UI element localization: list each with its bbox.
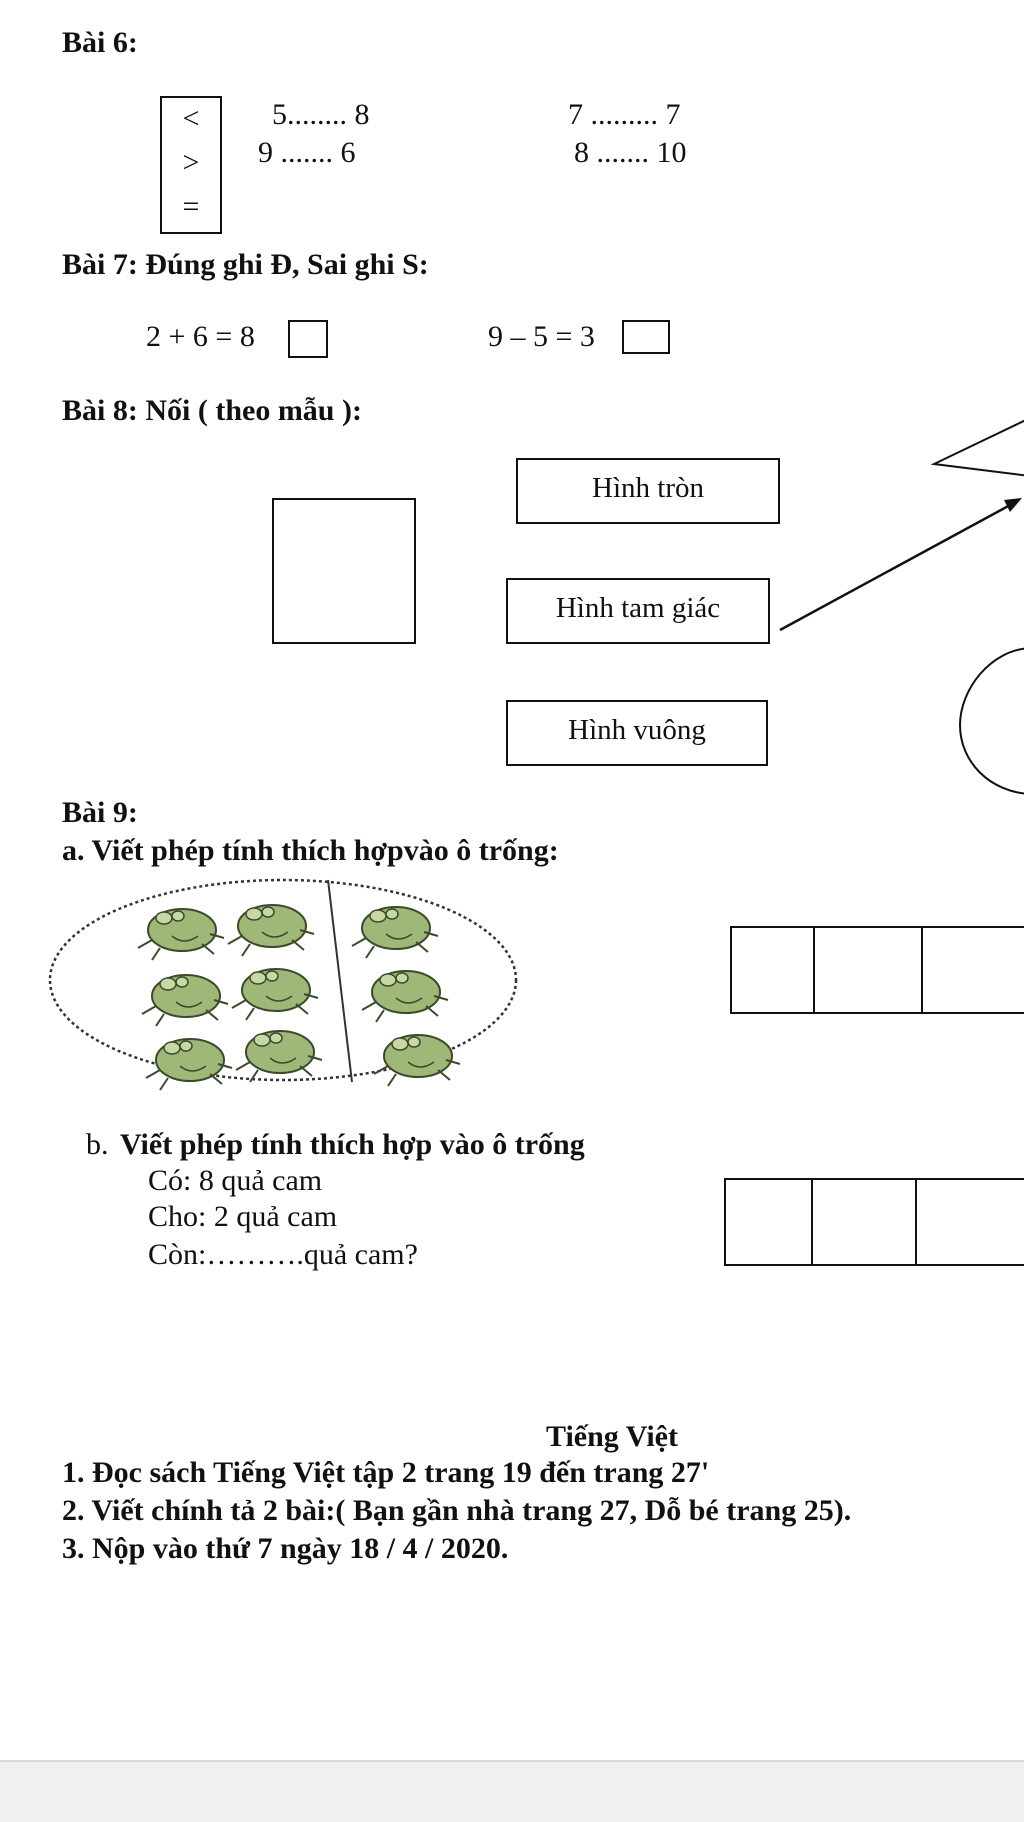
frog-group-oval [48,878,518,1082]
arrow-head [1004,498,1022,512]
square-shape [272,498,416,644]
frog-icon [373,1034,461,1087]
answer-grid-b [724,1178,1024,1266]
frog-icon [227,904,315,957]
answer-cell[interactable] [726,1180,813,1264]
viewer-bottom-bar [0,1760,1024,1822]
bai7-title: Bài 7: Đúng ghi Đ, Sai ghi S: [62,248,429,281]
answer-cell[interactable] [813,1180,918,1264]
less-than-symbol: < [182,102,200,135]
answer-cell[interactable] [815,928,924,1012]
bai9-part-b-prefix: b. [86,1128,109,1161]
bai8-shapes-svg [779,419,1024,795]
comparison-symbols-box: < > = [160,96,222,234]
bai8-title: Bài 8: Nối ( theo mẫu ): [62,394,362,427]
bai9-part-b: Viết phép tính thích hợp vào ô trống [120,1128,585,1161]
equals-symbol: = [182,190,200,223]
answer-cell[interactable] [917,1180,1024,1264]
task-1: 1. Đọc sách Tiếng Việt tập 2 trang 19 đế… [62,1456,710,1489]
frog-icon [351,906,439,959]
frog-icon [137,908,225,961]
compare-item-1: 5........ 8 [272,98,370,131]
compare-item-3: 7 ......... 7 [568,98,681,131]
frog-icon [141,974,229,1027]
oranges-have: Có: 8 quả cam [148,1164,323,1197]
document-page: Bài 6: < > = 5........ 8 9 ....... 6 7 .… [48,26,1024,1565]
bai6-title: Bài 6: [62,26,138,59]
bai9-part-a: a. Viết phép tính thích hợpvào ô trống: [62,834,559,867]
oranges-left: Còn:……….quả cam? [148,1238,418,1271]
answer-box-2[interactable] [622,320,670,354]
connecting-arrow-line [779,502,1013,632]
frog-icon [231,968,319,1021]
label-hinh-vuong[interactable]: Hình vuông [506,700,768,766]
compare-item-2: 9 ....... 6 [258,136,356,169]
greater-than-symbol: > [182,146,200,179]
task-3: 3. Nộp vào thứ 7 ngày 18 / 4 / 2020. [62,1532,509,1565]
equation-2: 9 – 5 = 3 [488,320,595,353]
answer-grid-a [730,926,1024,1014]
answer-cell[interactable] [923,928,1024,1012]
tieng-viet-heading: Tiếng Việt [546,1420,678,1453]
answer-box-1[interactable] [288,320,328,358]
divider-line [327,879,353,1083]
oranges-give: Cho: 2 quả cam [148,1200,338,1233]
bai9-title: Bài 9: [62,796,138,829]
label-hinh-tron[interactable]: Hình tròn [516,458,780,524]
task-2: 2. Viết chính tả 2 bài:( Bạn gần nhà tra… [62,1494,852,1527]
circle-shape [958,647,1024,795]
compare-item-4: 8 ....... 10 [574,136,687,169]
label-hinh-tam-giac[interactable]: Hình tam giác [506,578,770,644]
triangle-shape [930,419,1024,477]
equation-1: 2 + 6 = 8 [146,320,255,353]
frog-icon [361,970,449,1023]
frog-picture [48,878,518,1091]
frog-icon [145,1038,233,1091]
frog-icon [235,1030,323,1083]
answer-cell[interactable] [732,928,815,1012]
